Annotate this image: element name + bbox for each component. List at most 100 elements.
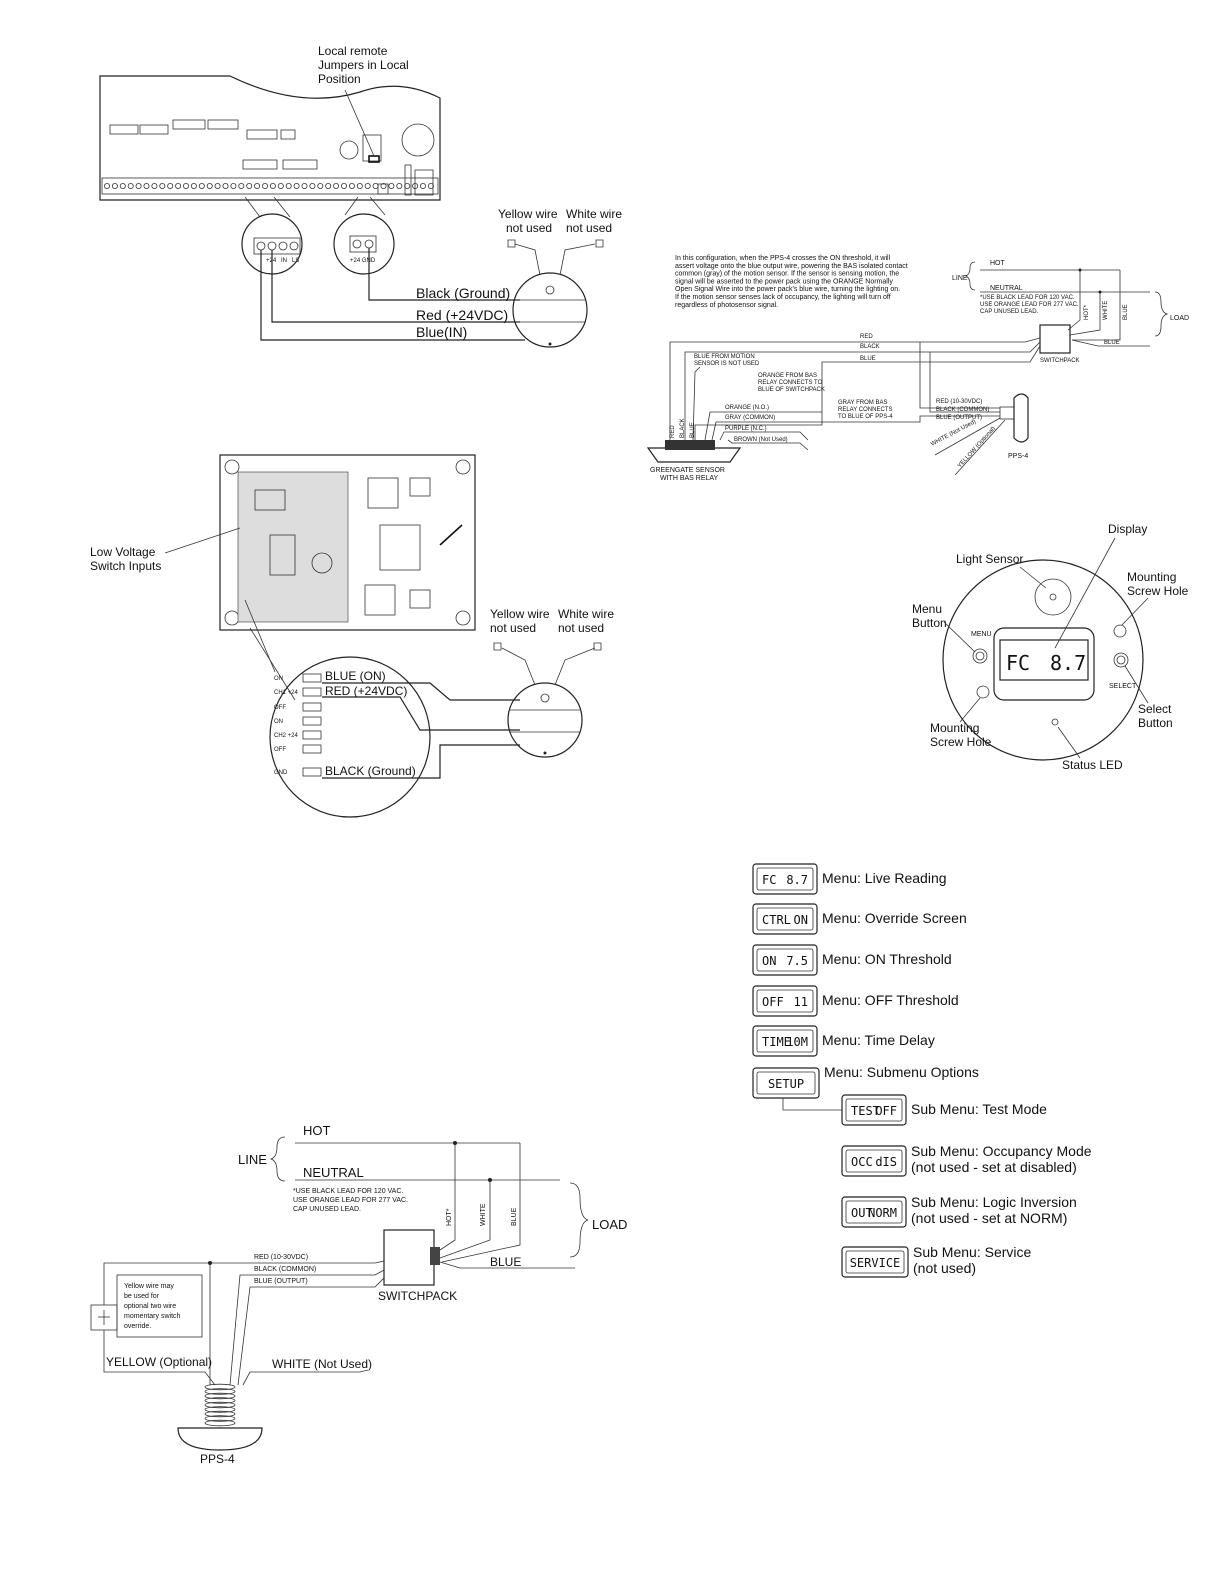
fig4-select-button[interactable] bbox=[1113, 652, 1129, 668]
fig4-status-led-label: Status LED bbox=[1062, 758, 1123, 772]
fig5-pps4-coil bbox=[204, 1383, 236, 1427]
fig2-pin bbox=[302, 702, 322, 712]
fig1-zoom-line bbox=[244, 196, 261, 218]
fig3-brown: BROWN (Not Used) bbox=[734, 437, 788, 443]
fig2-capacitor bbox=[311, 552, 333, 574]
fig1-dip bbox=[377, 183, 389, 195]
fig5-junction bbox=[488, 1178, 492, 1182]
fig3-orange-no: ORANGE (N.O.) bbox=[725, 405, 769, 411]
fig1-terminal-screw bbox=[356, 182, 363, 189]
fig4-menu-leader bbox=[943, 621, 976, 653]
fig1-terminal-screw bbox=[325, 182, 332, 189]
fig1-terminal-a-label-in: IN bbox=[281, 258, 287, 264]
fig3-pps4-coil bbox=[999, 406, 1015, 420]
fig3-sensor-wire-red: RED bbox=[670, 425, 676, 438]
fig5-line-label: LINE bbox=[238, 1152, 267, 1167]
fig2-pin-label: CH1 +24 bbox=[274, 690, 299, 696]
fig1-terminal-screw bbox=[333, 182, 340, 189]
fig1-terminal-screw bbox=[348, 182, 355, 189]
menu-lcd-right: 10M bbox=[786, 1035, 808, 1049]
fig2-pin-label: OFF bbox=[274, 705, 286, 711]
fig5-coil-turn bbox=[204, 1406, 236, 1413]
fig5-blue-vlabel: BLUE bbox=[511, 1207, 518, 1226]
fig5-blue-output: BLUE (OUTPUT) bbox=[254, 1278, 308, 1285]
fig3-yellow-opt: YELLOW (Optional) bbox=[957, 426, 997, 469]
menu-lcd-inner bbox=[845, 1200, 903, 1224]
fig1-terminal-screw bbox=[396, 182, 403, 189]
menu-lcd-left: OUT bbox=[851, 1206, 873, 1220]
fig1-terminal-screw bbox=[293, 182, 300, 189]
fig5-yellow-note-box bbox=[116, 1274, 203, 1338]
fig1-terminal-screw bbox=[230, 182, 237, 189]
fig2-white-wire-1: White wire bbox=[558, 607, 614, 621]
fig2-black-label: BLACK (Ground) bbox=[325, 764, 416, 778]
menu-lcd-right: ON bbox=[794, 913, 808, 927]
fig5-switch-upper bbox=[103, 1262, 210, 1305]
fig5-red-v: RED (10-30VDC) bbox=[254, 1254, 308, 1261]
fig4-display-frame bbox=[993, 627, 1095, 701]
fig2-pin bbox=[302, 687, 322, 697]
fig1-black-label: Black (Ground) bbox=[416, 285, 510, 301]
fig2-terminal bbox=[409, 589, 431, 609]
fig3-black-label: BLACK bbox=[860, 344, 880, 350]
menu-lcd-right: NORM bbox=[868, 1206, 897, 1220]
fig1-terminal-b-label: +24 GND bbox=[350, 258, 376, 264]
fig2-red-wire bbox=[322, 696, 520, 731]
fig3-gray-bas-3: TO BLUE OF PPS-4 bbox=[838, 414, 893, 420]
fig5-coil-turn bbox=[204, 1419, 236, 1427]
fig3-black-wire bbox=[684, 341, 1041, 440]
fig5-white-wire bbox=[242, 1369, 369, 1386]
fig1-battery bbox=[401, 123, 435, 157]
fig3-load-brace bbox=[1154, 291, 1169, 337]
menu-lcd-outer bbox=[752, 903, 818, 935]
menu-lcd-left: TEST bbox=[851, 1104, 880, 1118]
fig2-pin-label: ON bbox=[274, 719, 283, 725]
fig3-red-v: RED (10-30VDC) bbox=[936, 399, 982, 405]
fig3-purple-wire bbox=[719, 431, 809, 441]
menu-lcd-inner bbox=[845, 1250, 905, 1274]
fig2-white-lead bbox=[554, 647, 596, 686]
fig4-mounting-bottom-leader bbox=[959, 697, 981, 723]
fig1-terminal-screw bbox=[111, 182, 118, 189]
fig1-terminal-block bbox=[101, 177, 439, 195]
menu-lcd-right: 7.5 bbox=[786, 954, 808, 968]
fig1-relay bbox=[246, 129, 278, 140]
fig3-blue-vlabel: BLUE bbox=[1123, 304, 1129, 320]
fig1-screw bbox=[267, 241, 277, 251]
fig2-relay bbox=[364, 584, 396, 616]
fig4-select-text: SELECT bbox=[1109, 683, 1137, 690]
fig1-terminal-screw bbox=[127, 182, 134, 189]
fig1-screw bbox=[289, 241, 299, 251]
fig1-terminal-a bbox=[253, 237, 301, 255]
menu-lcd-outer bbox=[752, 863, 818, 895]
fig1-screw bbox=[256, 241, 266, 251]
fig2-pin-label: OFF bbox=[274, 747, 286, 753]
fig1-screw bbox=[364, 239, 374, 249]
fig2-wire-nut-icon bbox=[493, 642, 502, 651]
fig4-light-sensor-leader bbox=[1019, 566, 1047, 589]
fig1-terminal-screw bbox=[119, 182, 126, 189]
fig2-pin bbox=[302, 716, 322, 726]
fig2-blue-wire bbox=[322, 682, 520, 701]
fig4-menu-button[interactable] bbox=[972, 648, 988, 664]
fig5-switchpack bbox=[383, 1229, 435, 1286]
fig3-orange-bas-1: ORANGE FROM BAS bbox=[758, 373, 817, 379]
fig3-blue-wire bbox=[694, 345, 1041, 440]
menu-lcd-outer bbox=[752, 944, 818, 976]
fig3-neutral-label: NEUTRAL bbox=[990, 285, 1023, 292]
fig4-menu-button-1: Menu bbox=[912, 602, 942, 616]
fig2-mount-hole bbox=[224, 610, 240, 626]
fig5-neutral-label: NEUTRAL bbox=[303, 1165, 364, 1180]
fig5-coil-turn bbox=[204, 1415, 236, 1422]
fig3-load-label: LOAD bbox=[1170, 315, 1189, 322]
fig3-purple-nc: PURPLE (N.C.) bbox=[725, 426, 767, 432]
fig3-blue-motion-wire bbox=[692, 366, 701, 441]
fig1-jumpers-label-1: Local remote bbox=[318, 44, 388, 58]
fig1-terminal-screw bbox=[317, 182, 324, 189]
fig2-sensor-eye bbox=[540, 693, 550, 703]
